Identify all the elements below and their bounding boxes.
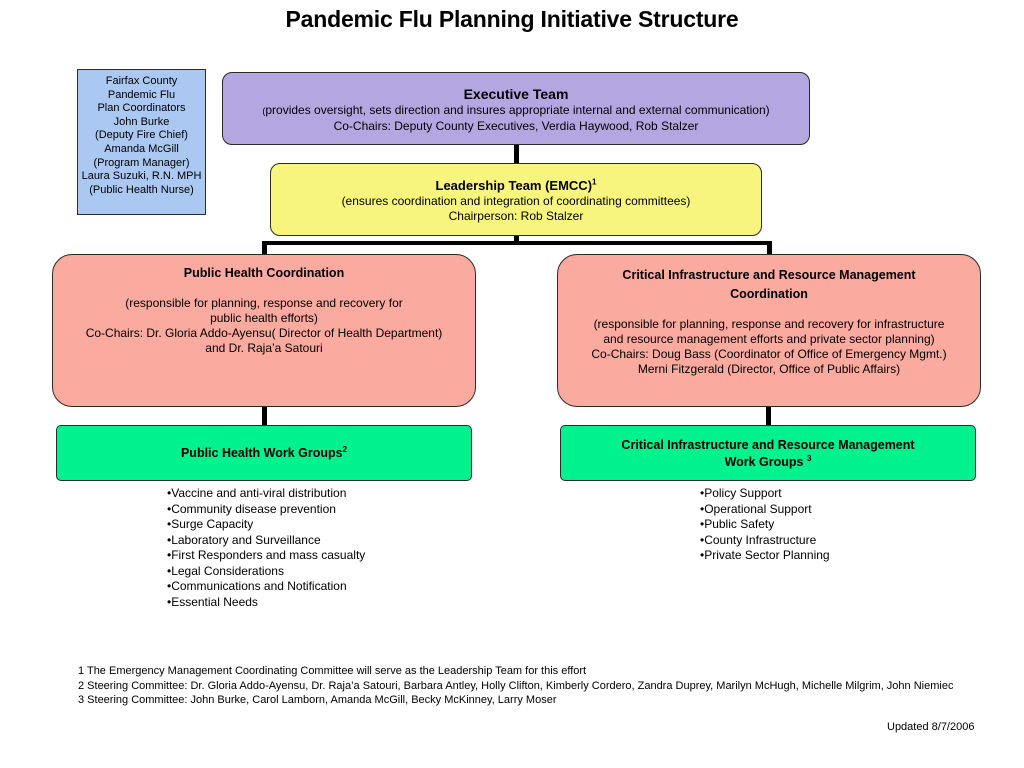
- executive-team-description: (provides oversight, sets direction and …: [223, 103, 809, 119]
- list-item: •Public Safety: [700, 517, 775, 531]
- leadership-team-description: (ensures coordination and integration of…: [341, 194, 691, 208]
- phc-description-line: (responsible for planning, response and …: [125, 296, 403, 310]
- list-item: •Vaccine and anti-viral distribution: [167, 486, 347, 500]
- page-title: Pandemic Flu Planning Initiative Structu…: [285, 6, 739, 32]
- footnote: 3 Steering Committee: John Burke, Carol …: [78, 694, 557, 706]
- coordinators-line: Pandemic Flu: [107, 88, 176, 101]
- connector-exec-leadership: [514, 145, 519, 163]
- ciwg-footnote-mark: 3: [806, 453, 812, 463]
- phc-heading: Public Health Coordination: [183, 266, 345, 280]
- executive-team-description-text: provides oversight, sets direction and i…: [265, 103, 770, 117]
- coordinators-line: (Program Manager): [93, 156, 190, 169]
- connector-phc-workgroups: [262, 407, 267, 425]
- leadership-team-footnote-mark: 1: [592, 177, 597, 187]
- list-item: •First Responders and mass casualty: [167, 548, 366, 562]
- cir-description-line: and resource management efforts and priv…: [603, 332, 935, 346]
- public-health-work-groups-box: Public Health Work Groups2: [56, 425, 472, 481]
- leadership-team-heading-text: Leadership Team (EMCC): [435, 178, 593, 193]
- phwg-heading-text: Public Health Work Groups: [180, 446, 343, 460]
- cir-heading-line: Coordination: [730, 287, 808, 301]
- leadership-team-heading: Leadership Team (EMCC)1: [271, 178, 761, 194]
- list-item: •Community disease prevention: [167, 501, 336, 516]
- ciwg-heading-text: Work Groups: [724, 455, 807, 469]
- connector-right-drop: [767, 241, 772, 254]
- footnote: 1 The Emergency Management Coordinating …: [78, 665, 587, 677]
- ph-work-groups-list: •Vaccine and anti-viral distribution •Co…: [167, 486, 365, 610]
- executive-team-heading: Executive Team: [463, 86, 569, 102]
- phwg-heading: Public Health Work Groups2: [57, 444, 471, 461]
- coordinators-line: Laura Suzuki, R.N. MPH: [81, 170, 202, 183]
- coordinators-line: (Public Health Nurse): [89, 183, 194, 196]
- executive-team-paren: (: [262, 106, 266, 116]
- list-item: •Private Sector Planning: [700, 548, 830, 562]
- list-item: •Surge Capacity: [167, 517, 254, 531]
- updated-date: Updated 8/7/2006: [887, 721, 975, 733]
- cir-cochairs-line: Merni Fitzgerald (Director, Office of Pu…: [637, 362, 901, 376]
- coordinators-line: (Deputy Fire Chief): [95, 129, 188, 142]
- coordinators-line: Fairfax County: [105, 75, 178, 87]
- executive-team-box: Executive Team (provides oversight, sets…: [222, 72, 810, 145]
- footnote: 2 Steering Committee: Dr. Gloria Addo-Ay…: [78, 679, 954, 692]
- public-health-coordination-box: Public Health Coordination (responsible …: [52, 254, 476, 407]
- critical-infrastructure-coordination-box: Critical Infrastructure and Resource Man…: [557, 254, 981, 407]
- list-item: •Communications and Notification: [167, 579, 347, 593]
- connector-left-drop: [262, 241, 267, 254]
- cir-description-line: (responsible for planning, response and …: [593, 317, 945, 331]
- phc-cochairs-line: Co-Chairs: Dr. Gloria Addo-Ayensu( Direc…: [85, 326, 443, 340]
- cir-cochairs-line: Co-Chairs: Doug Bass (Coordinator of Off…: [591, 347, 947, 361]
- cir-heading-line: Critical Infrastructure and Resource Man…: [622, 268, 916, 282]
- ci-work-groups-box: Critical Infrastructure and Resource Man…: [560, 425, 976, 481]
- list-item: •Laboratory and Surveillance: [167, 532, 321, 547]
- phc-description-line: public health efforts): [210, 311, 318, 325]
- coordinators-line: Plan Coordinators: [97, 102, 186, 115]
- list-item: •County Infrastructure: [700, 532, 817, 547]
- phc-cochairs-line: and Dr. Raja’a Satouri: [205, 341, 323, 355]
- footnotes: 1 The Emergency Management Coordinating …: [78, 664, 953, 708]
- ciwg-heading-line2: Work Groups 3: [561, 453, 975, 470]
- connector-leadership-stem: [514, 236, 519, 243]
- ciwg-heading-line: Critical Infrastructure and Resource Man…: [621, 438, 915, 452]
- connector-cir-workgroups: [766, 407, 771, 425]
- list-item: •Essential Needs: [167, 594, 258, 609]
- list-item: •Operational Support: [700, 501, 812, 516]
- connector-horizontal-bar: [262, 241, 772, 245]
- list-item: •Legal Considerations: [167, 563, 284, 578]
- ci-work-groups-list: •Policy Support •Operational Support •Pu…: [700, 486, 830, 564]
- coordinators-line: John Burke: [113, 115, 170, 128]
- leadership-team-chair: Chairperson: Rob Stalzer: [448, 209, 584, 223]
- executive-team-cochairs: Co-Chairs: Deputy County Executives, Ver…: [333, 119, 699, 133]
- list-item: •Policy Support: [700, 486, 782, 500]
- phwg-footnote-mark: 2: [342, 444, 348, 454]
- coordinators-line: Amanda McGill: [104, 142, 179, 155]
- leadership-team-box: Leadership Team (EMCC)1 (ensures coordin…: [270, 163, 762, 236]
- plan-coordinators-box: Fairfax County Pandemic Flu Plan Coordin…: [77, 69, 206, 215]
